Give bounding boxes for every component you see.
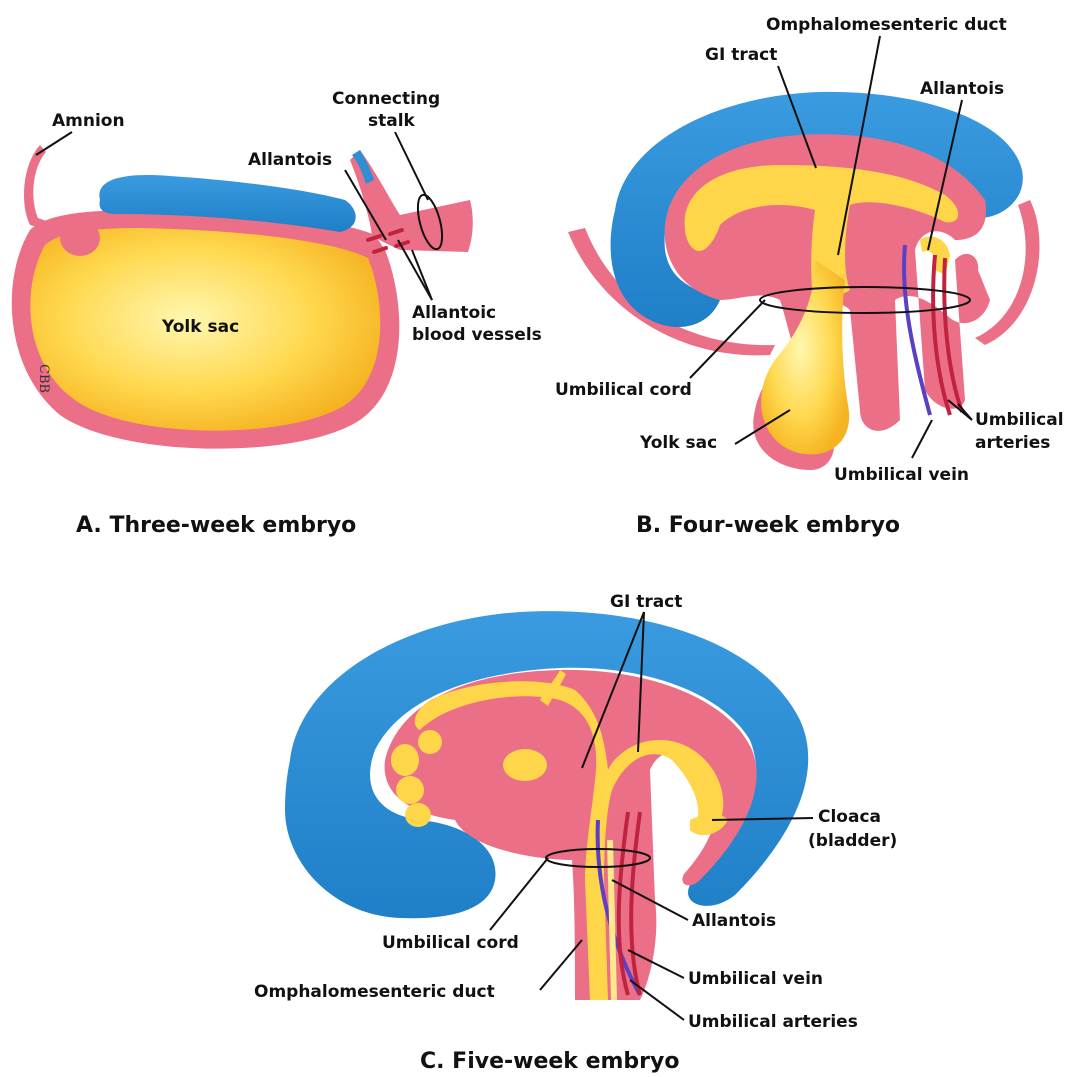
label-allantoic-1: Allantoic bbox=[412, 303, 496, 323]
label-amnion: Amnion bbox=[52, 111, 125, 131]
label-allantoic-2: blood vessels bbox=[412, 325, 542, 345]
leader-allantoic-vessel-2 bbox=[412, 250, 432, 300]
label-umbilical-arteries-c: Umbilical arteries bbox=[688, 1012, 858, 1032]
label-umbilical-arteries-b-1: Umbilical bbox=[975, 410, 1064, 430]
label-cloaca-c-2: (bladder) bbox=[808, 831, 897, 851]
label-umbilical-cord-b: Umbilical cord bbox=[555, 380, 692, 400]
leader-umbilical-cord-c bbox=[490, 858, 548, 930]
label-yolk-sac-a: Yolk sac bbox=[161, 317, 239, 337]
label-allantois-b: Allantois bbox=[920, 79, 1004, 99]
label-omphalomesenteric-duct-b: Omphalomesenteric duct bbox=[766, 15, 1007, 35]
label-allantois-a: Allantois bbox=[248, 150, 332, 170]
cardiac-bump bbox=[60, 220, 100, 256]
panel-c-five-week-embryo: GI tract Cloaca (bladder) Allantois Umbi… bbox=[254, 592, 897, 1074]
leader-connecting-stalk bbox=[395, 132, 428, 200]
artist-signature: CBB bbox=[36, 364, 51, 393]
stomach-bud-c bbox=[503, 749, 547, 781]
label-umbilical-arteries-b-2: arteries bbox=[975, 433, 1050, 453]
amnion-b-right bbox=[975, 200, 1040, 345]
panel-b-four-week-embryo: Omphalomesenteric duct GI tract Allantoi… bbox=[555, 15, 1064, 538]
label-gi-tract-c: GI tract bbox=[610, 592, 682, 612]
leader-umbilical-vein-b bbox=[912, 420, 932, 458]
label-umbilical-vein-c: Umbilical vein bbox=[688, 969, 823, 989]
panel-a-three-week-embryo: Amnion Connecting stalk Allantois Yolk s… bbox=[12, 89, 542, 538]
label-omphalomesenteric-duct-c: Omphalomesenteric duct bbox=[254, 982, 495, 1002]
caption-c: C. Five-week embryo bbox=[420, 1049, 679, 1074]
allantois-c bbox=[610, 840, 614, 1000]
label-cloaca-c-1: Cloaca bbox=[818, 807, 881, 827]
label-connecting-stalk-2: stalk bbox=[368, 111, 416, 131]
label-yolk-sac-b: Yolk sac bbox=[639, 433, 717, 453]
leader-amnion bbox=[36, 132, 72, 155]
caption-a: A. Three-week embryo bbox=[76, 513, 356, 538]
caption-b: B. Four-week embryo bbox=[636, 513, 900, 538]
label-allantois-c: Allantois bbox=[692, 911, 776, 931]
label-connecting-stalk-1: Connecting bbox=[332, 89, 440, 109]
label-gi-tract-b: GI tract bbox=[705, 45, 777, 65]
label-umbilical-vein-b: Umbilical vein bbox=[834, 465, 969, 485]
label-umbilical-cord-c: Umbilical cord bbox=[382, 933, 519, 953]
